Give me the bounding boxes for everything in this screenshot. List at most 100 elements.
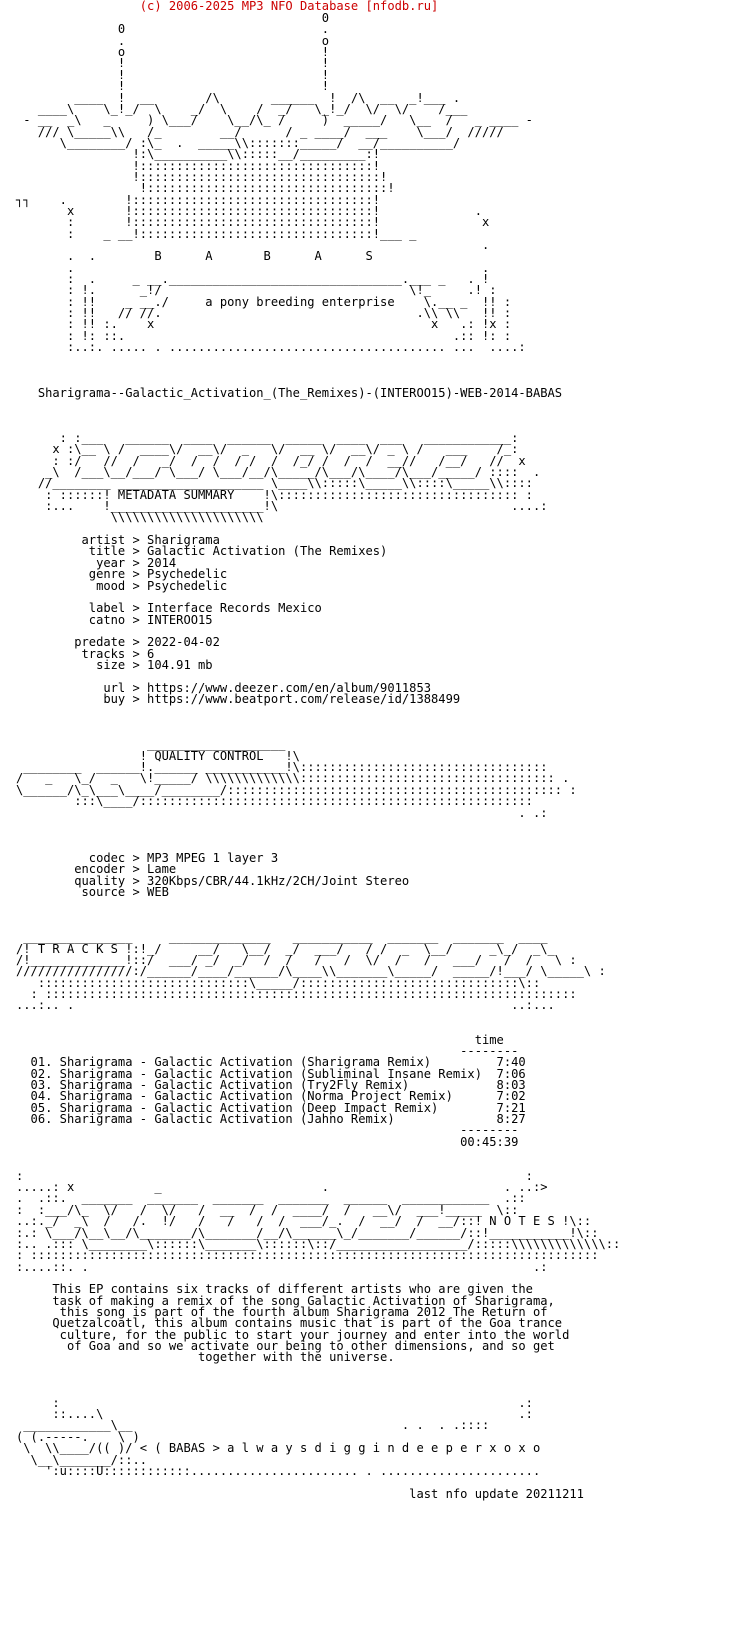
nfo-line: : ::::::::::::::::::::::::::::::::::::::… [16, 987, 577, 1002]
nfo-line: last nfo update 20211211 [16, 1486, 584, 1501]
nfo-line: ...:.. . ..:... [16, 998, 555, 1013]
nfo-line: ////////////////:/______/____/______/\__… [16, 964, 606, 979]
nfo-line: //________ ____________________ \____\\:… [16, 476, 533, 491]
nfo-line: :.. .::: \________\::::::\_______\::::::… [16, 1236, 621, 1251]
nfo-line: : ::::::::::::::::::::::::::::::::::::::… [16, 1248, 599, 1263]
nfo-line: : ::::::! METADATA SUMMARY !\:::::::::::… [16, 487, 533, 502]
nfo-line: 01. Sharigrama - Galactic Activation (Sh… [16, 1055, 526, 1070]
nfo-line: title > Galactic Activation (The Remixes… [16, 544, 388, 559]
nfo-line: mood > Psychedelic [16, 578, 228, 593]
nfo-line: catno > INTEROO15 [16, 612, 213, 627]
nfo-line: . .::. _______ _______ _______ _______ _… [16, 1191, 526, 1206]
nfo-line: . . B A B A S [16, 249, 373, 264]
nfo-line: artist > Sharigrama [16, 533, 220, 548]
nfo-line: Quetzalcoatl, this album contains music … [16, 1316, 563, 1331]
nfo-line: ____________\__ . . . .:::: [16, 1418, 490, 1433]
site-header: (c) 2006-2025 MP3 NFO Database [nfodb.ru… [16, 0, 439, 13]
nfo-line: : :___ ______ ____ ______ _____ ____ ___… [16, 430, 519, 445]
nfo-line: \ \\____/(( )/ < ( BABAS > a l w a y s d… [16, 1441, 541, 1456]
nfo-line: \________/ :\_ . _____\\:::::::_____/ __… [16, 135, 461, 150]
nfo-line: - __ _\ _ ) \___/ \__/\_ / ) _____/ \__ … [16, 113, 533, 128]
nfo-line: /// \_____\\ /_ __/ / _ ____/ ___ \___/ … [16, 124, 504, 139]
nfo-line: ( (.-----. \ ) [16, 1429, 140, 1444]
nfo-line: :::::::::::::::::::::::::::::\_____/::::… [16, 975, 541, 990]
nfo-line: : :___/\_ \/ / \/ / __ / / ____/ / __\/ … [16, 1202, 519, 1217]
nfo-line: /!_____________!::/ ___/ _/ _/ / / / / \… [16, 953, 577, 967]
nfo-line: 0 . [16, 22, 330, 37]
nfo-line: of Goa and so we activate our being to o… [16, 1339, 555, 1353]
nfo-line: : .: [16, 1395, 533, 1410]
nfo-line: : !! // //. .\\ \\ !! : [16, 306, 512, 321]
nfo-line: ____ ! __ /\ ______ ! /\ __ _!___ . [16, 90, 461, 105]
nfo-line: codec > MP3 MPEG 1 layer 3 [16, 850, 279, 865]
nfo-line: 0 [16, 11, 330, 25]
nfo-line: !:::::::::::::::::::::::::::::::::! [16, 169, 388, 184]
nfo-line: source > WEB [16, 884, 169, 899]
nfo-line: ┐┐ . !:::::::::::::::::::::::::::::::::! [16, 192, 381, 207]
nfo-line: 05. Sharigrama - Galactic Activation (De… [16, 1100, 526, 1115]
nfo-line: ::....\ .: [16, 1407, 533, 1421]
nfo-line: size > 104.91 mb [16, 657, 213, 672]
nfo-line: this song is part of the fourth album Sh… [16, 1304, 548, 1319]
nfo-line: url > https://www.deezer.com/en/album/90… [16, 680, 432, 695]
nfo-line: :....::. . .: [16, 1259, 548, 1274]
nfo-line: 02. Sharigrama - Galactic Activation (Su… [16, 1066, 526, 1081]
nfo-line: 06. Sharigrama - Galactic Activation (Ja… [16, 1112, 526, 1126]
nfo-line: quality > 320Kbps/CBR/44.1kHz/2CH/Joint … [16, 873, 410, 888]
nfo-line: ! ! [16, 79, 330, 94]
nfo-line: ________ ______!.______ ___________!\:::… [16, 760, 548, 775]
nfo-line: : :/ // / _/ / / / / / /_/ / / / __// /_… [16, 453, 526, 468]
nfo-line: o ! [16, 45, 330, 59]
nfo-line: . . [16, 260, 490, 275]
nfo-line: 03. Sharigrama - Galactic Activation (Tr… [16, 1077, 526, 1092]
nfo-line: ____\ \_!_/ \ _/ \ / _/ \_!_/ \/ \/ /___ [16, 101, 468, 116]
nfo-line: x !:::::::::::::::::::::::::::::::::! . [16, 203, 482, 218]
nfo-line: : !. _!/ \!_ .! : [16, 283, 497, 298]
nfo-line: .....: x _ . . ..:> [16, 1180, 548, 1194]
nfo-line: : _ __!::::::::::::::::::::::::::::::::!… [16, 226, 417, 241]
nfo-line: label > Interface Records Mexico [16, 601, 322, 616]
nfo-line: :::\____/:::::::::::::::::::::::::::::::… [16, 794, 533, 809]
nfo-line: \______/\_\___\____/________/:::::::::::… [16, 782, 577, 797]
nfo-line: ! ! [16, 56, 330, 71]
nfo-line: !::::::::::::::::::::::::::::::::! [16, 158, 381, 173]
nfo-line: ! QUALITY CONTROL !\ [16, 748, 300, 763]
nfo-line: buy > https://www.beatport.com/release/i… [16, 692, 461, 706]
nfo-line: -------- [16, 1123, 519, 1138]
nfo-line: predate > 2022-04-02 [16, 635, 220, 650]
nfo-line: culture, for the public to start your jo… [16, 1327, 570, 1342]
nfo-line: . o [16, 33, 330, 48]
nfo-line: \\\\\\\\\\\\\\\\\\\\\ [16, 510, 264, 525]
nfo-line: : !! :. x x .: !x : [16, 317, 512, 332]
nfo-line: 00:45:39 [16, 1134, 519, 1149]
nfo-line: : . _ __._______________________________… [16, 272, 490, 287]
nfo-line: x :\__ \ / ____\/ __\/ _ \/ __ \/ __\/ _… [16, 442, 519, 457]
nfo-line: \__\_______/::.. [16, 1452, 148, 1467]
nfo-line: ! ! [16, 67, 330, 82]
nfo-line: / _ \_/ _ \!_____/ \\\\\\\\\\\\\::::::::… [16, 771, 570, 786]
nfo-line: _______________ ______________ _________… [16, 930, 548, 945]
nfo-line: . .: [16, 805, 548, 820]
nfo-line: : !: ::. .:: !: : [16, 328, 512, 343]
nfo-line: genre > Psychedelic [16, 567, 228, 582]
nfo-line: _\ /___\__/___/ \___/ \___/__/\_____/\__… [16, 465, 541, 479]
nfo-line: together with the universe. [16, 1350, 395, 1365]
nfo-line: :.: \___/\__\__/\_______/\_______/__/\__… [16, 1225, 599, 1240]
nfo-line: -------- [16, 1043, 519, 1058]
nfo-line: This EP contains six tracks of different… [16, 1282, 533, 1297]
nfo-line: time [16, 1032, 504, 1047]
nfo-line: ..:._/ _\ / /. !/ / / / / ___/_. / __/ /… [16, 1214, 592, 1229]
nfo-line: :... !_____________________!\ ....: [16, 499, 548, 514]
nfo-line: task of making a remix of the song Galac… [16, 1293, 555, 1308]
nfo-line: 04. Sharigrama - Galactic Activation (No… [16, 1089, 526, 1104]
nfo-line: : !:::::::::::::::::::::::::::::::::! x [16, 215, 490, 230]
nfo-line: ':u::::U::::::::::::....................… [16, 1463, 541, 1478]
nfo-line: year > 2014 [16, 555, 177, 570]
nfo-line: !:::::::::::::::::::::::::::::::::! [16, 181, 395, 196]
nfo-line: !:\__________\\:::::__/_________:! [16, 147, 381, 162]
nfo-line: . [16, 238, 490, 252]
nfo-line: : !! _ __./ a pony breeding enterprise \… [16, 294, 512, 309]
nfo-line: : : [16, 1168, 533, 1183]
nfo-line: Sharigrama--Galactic_Activation_(The_Rem… [16, 385, 563, 400]
